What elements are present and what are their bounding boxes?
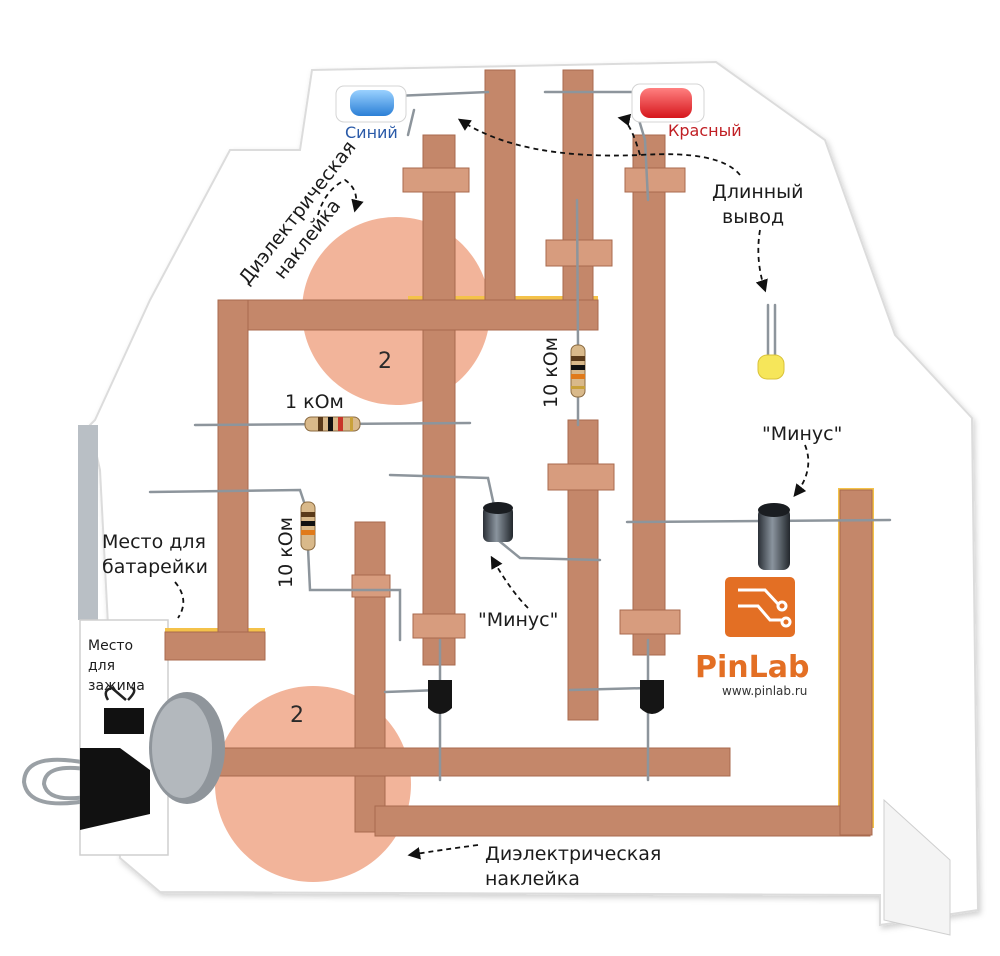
minus-center-label: "Минус" xyxy=(478,609,558,631)
pad-number-top: 2 xyxy=(378,349,392,374)
binder-clip-large xyxy=(21,748,150,830)
long-lead-line2: вывод xyxy=(722,206,784,228)
board-stand xyxy=(883,798,951,936)
capacitor-right xyxy=(758,503,790,570)
minus-right-label: "Минус" xyxy=(762,423,842,445)
battery-label-line1: Место для xyxy=(102,531,206,553)
board-edge-strip xyxy=(78,425,98,620)
resistor-10k-left xyxy=(300,501,316,551)
binder-clip-small xyxy=(104,686,144,734)
resistor-1k xyxy=(304,416,361,432)
copper-traces xyxy=(164,69,874,837)
pinlab-website: www.pinlab.ru xyxy=(722,684,807,698)
dielectric-bottom-line1: Диэлектрическая xyxy=(485,843,661,865)
led-red-label: Красный xyxy=(668,121,742,140)
pad-number-bottom: 2 xyxy=(290,703,304,728)
led-blue-label: Синий xyxy=(345,123,398,142)
resistor-10k-right-label: 10 кОм xyxy=(540,337,562,408)
pinlab-logo: PinLab www.pinlab.ru xyxy=(695,577,809,698)
led-blue xyxy=(335,85,407,123)
clip-label-line3: зажима xyxy=(88,678,145,694)
resistor-1k-label: 1 кОм xyxy=(285,391,344,413)
dielectric-bottom-line2: наклейка xyxy=(485,868,580,890)
led-red xyxy=(631,83,705,123)
clip-label-line2: для xyxy=(88,658,115,674)
transistor-left xyxy=(428,680,452,714)
clip-label-line1: Место xyxy=(88,638,133,654)
coin-battery xyxy=(149,692,225,804)
battery-label-line2: батарейки xyxy=(102,556,208,578)
led-yellow-example xyxy=(757,354,785,380)
long-lead-line1: Длинный xyxy=(712,181,804,203)
capacitor-center xyxy=(483,502,513,542)
transistor-right xyxy=(640,680,664,714)
annotation-arrows xyxy=(174,113,810,860)
resistor-10k-right xyxy=(570,344,586,398)
resistor-10k-left-label: 10 кОм xyxy=(275,517,297,588)
pinlab-brand-name: PinLab xyxy=(695,650,809,685)
